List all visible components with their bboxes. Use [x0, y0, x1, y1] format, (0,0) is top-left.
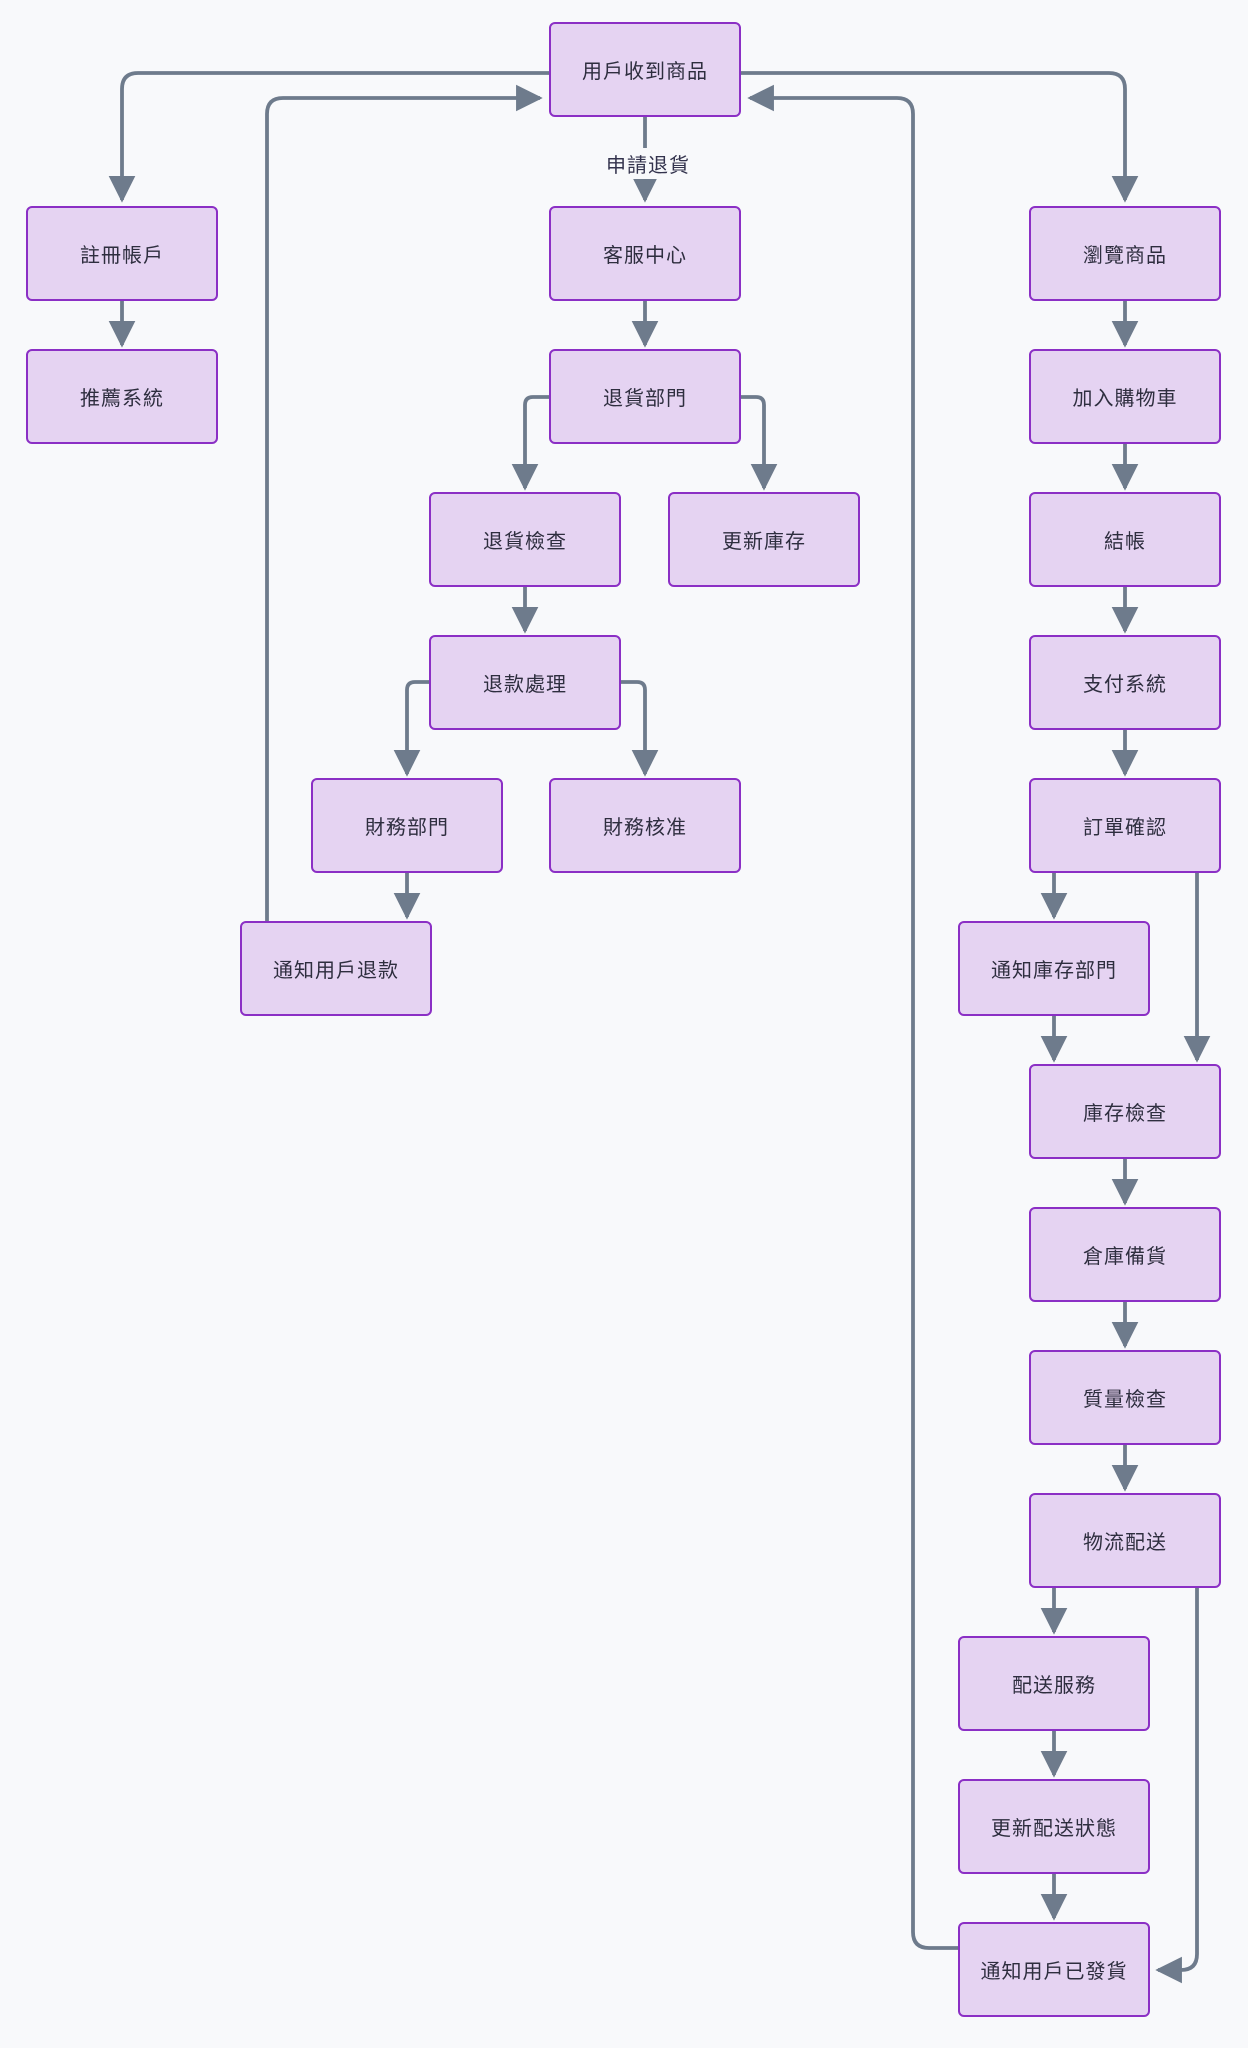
node-notify-inventory-dept: 通知庫存部門 — [958, 921, 1150, 1016]
node-recommendation-system: 推薦系統 — [26, 349, 218, 444]
edge-user-receives-to-browse — [741, 71, 1139, 203]
node-logistics-delivery: 物流配送 — [1029, 1493, 1221, 1588]
node-refund-processing: 退款處理 — [429, 635, 621, 730]
node-warehouse-stocking: 倉庫備貨 — [1029, 1207, 1221, 1302]
edge-logistics-to-notify-shipped — [1155, 1588, 1199, 1984]
edge-returns-dept-to-update-inventory — [741, 395, 778, 491]
node-checkout: 結帳 — [1029, 492, 1221, 587]
node-notify-user-refund: 通知用戶退款 — [240, 921, 432, 1016]
node-user-received-goods: 用戶收到商品 — [549, 22, 741, 117]
node-add-to-cart: 加入購物車 — [1029, 349, 1221, 444]
edge-user-receives-to-register — [108, 71, 549, 203]
edge-refund-process-to-finance-dept — [393, 680, 429, 777]
edge-notify-shipped-to-user-receives — [747, 84, 958, 1950]
node-finance-department: 財務部門 — [311, 778, 503, 873]
node-quality-check: 質量檢查 — [1029, 1350, 1221, 1445]
node-customer-service: 客服中心 — [549, 206, 741, 301]
edge-returns-dept-to-return-check — [511, 395, 549, 491]
node-notify-user-shipped: 通知用戶已發貨 — [958, 1922, 1150, 2017]
node-inventory-check: 庫存檢查 — [1029, 1064, 1221, 1159]
node-return-inspection: 退貨檢查 — [429, 492, 621, 587]
node-payment-system: 支付系統 — [1029, 635, 1221, 730]
edge-notify-refund-to-user-receives — [265, 84, 543, 921]
node-browse-products: 瀏覽商品 — [1029, 206, 1221, 301]
node-register-account: 註冊帳戶 — [26, 206, 218, 301]
node-order-confirmation: 訂單確認 — [1029, 778, 1221, 873]
node-delivery-service: 配送服務 — [958, 1636, 1150, 1731]
node-update-inventory: 更新庫存 — [668, 492, 860, 587]
node-returns-department: 退貨部門 — [549, 349, 741, 444]
node-update-delivery-status: 更新配送狀態 — [958, 1779, 1150, 1874]
edge-label-apply-return: 申請退貨 — [602, 148, 694, 179]
node-finance-approval: 財務核准 — [549, 778, 741, 873]
edge-refund-process-to-finance-approve — [621, 680, 659, 777]
